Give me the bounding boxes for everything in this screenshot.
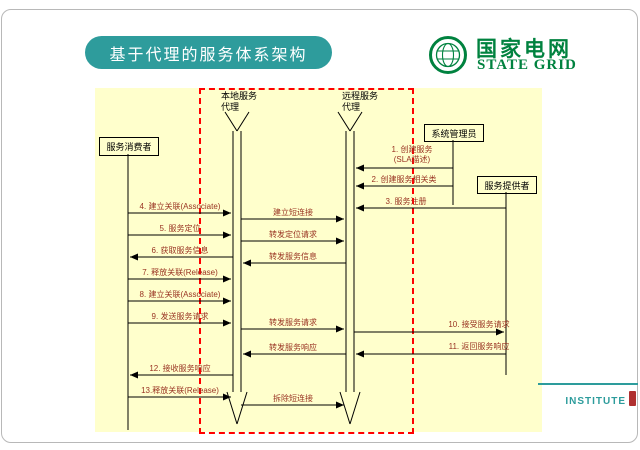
footer-seal-icon: [629, 391, 636, 406]
message-label: 7. 释放关联(Release): [142, 268, 218, 277]
message-label: 转发服务响应: [269, 343, 317, 352]
message-label: 转发服务信息: [269, 252, 317, 261]
actor-remote-agent: 远程服务 代理: [342, 91, 379, 112]
message-label: (SLA描述): [393, 155, 431, 164]
actor-local-agent: 本地服务 代理: [221, 91, 258, 112]
message-label: 转发服务请求: [269, 318, 317, 327]
footer-institute-label: INSTITUTE: [565, 396, 626, 407]
actor-system-admin: 系统管理员: [424, 124, 484, 142]
message-label: 9. 发送服务请求: [151, 312, 209, 321]
brand-name-en: STATE GRID: [477, 57, 577, 73]
message-label: 拆除短连接: [273, 394, 313, 403]
brand-name-cn: 国家电网: [476, 37, 572, 61]
brand-logo: 国家电网 STATE GRID: [428, 33, 628, 77]
slide-frame: [1, 9, 638, 443]
message-label: 10. 接受服务请求: [448, 320, 510, 329]
message-label: 建立短连接: [273, 208, 313, 217]
message-label: 12. 接收服务响应: [149, 364, 211, 373]
state-grid-emblem-icon: [429, 36, 467, 74]
message-label: 13.释放关联(Release): [141, 386, 219, 395]
actor-service-provider: 服务提供者: [477, 176, 537, 194]
message-label: 3. 服务注册: [385, 197, 427, 206]
message-label: 8. 建立关联(Associate): [139, 290, 221, 299]
message-label: 4. 建立关联(Associate): [139, 202, 221, 211]
agent-highlight-box: [199, 88, 414, 434]
message-label: 转发定位请求: [269, 230, 317, 239]
actor-service-consumer: 服务消费者: [99, 137, 159, 156]
message-label: 5. 服务定位: [159, 224, 201, 233]
message-label: 1. 创建服务: [391, 145, 433, 154]
slide-title: 基于代理的服务体系架构: [85, 36, 332, 69]
message-label: 2. 创建服务相关类: [371, 175, 437, 184]
message-label: 11. 返回服务响应: [448, 342, 510, 351]
footer-rule: [538, 383, 638, 385]
message-label: 6. 获取服务信息: [151, 246, 209, 255]
